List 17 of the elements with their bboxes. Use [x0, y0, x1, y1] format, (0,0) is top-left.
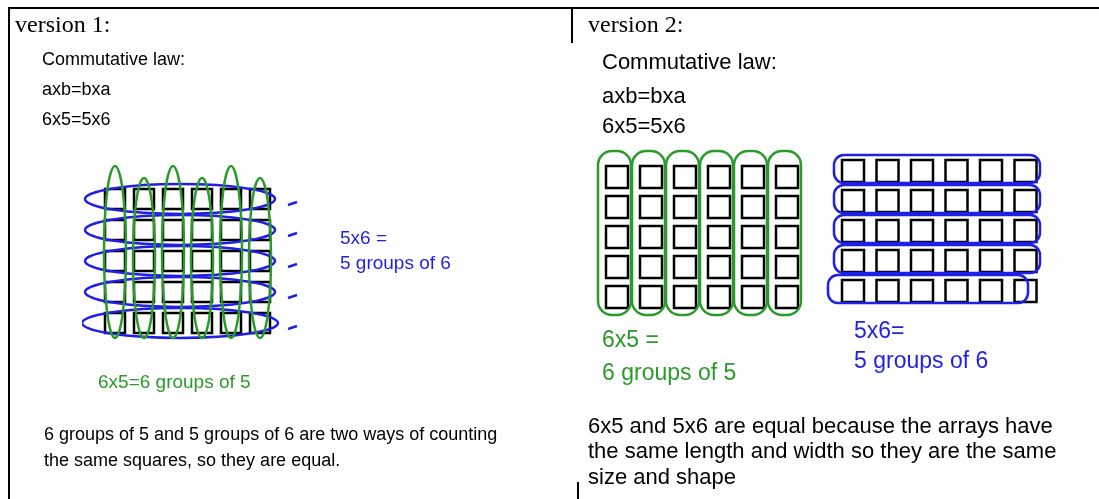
group-label: 5 groups of 6 — [854, 347, 989, 375]
equation: 6x5=5x6 — [42, 109, 111, 131]
heading: version 2: — [588, 10, 684, 39]
explanation-text: 6 groups of 5 and 5 groups of 6 are two ways of counting the same squares, so they are equal. — [44, 423, 499, 473]
group-label: 6x5=6 groups of 5 — [98, 371, 251, 394]
explanation-text: 6x5 and 5x6 are equal because the arrays have the same length and width so they are the same size and shape — [588, 413, 1058, 489]
heading: version 1: — [15, 10, 111, 39]
group-label: 5x6 = — [340, 227, 387, 250]
equation: 6x5=5x6 — [602, 113, 686, 140]
group-label: 6x5 = — [602, 326, 659, 354]
group-label: 5 groups of 6 — [340, 252, 451, 275]
equation: axb=bxa — [602, 83, 686, 110]
equation: axb=bxa — [42, 79, 111, 101]
law-name: Commutative law: — [42, 49, 186, 71]
group-label: 6 groups of 5 — [602, 359, 737, 387]
group-label: 5x6= — [854, 317, 905, 345]
law-name: Commutative law: — [602, 49, 777, 76]
